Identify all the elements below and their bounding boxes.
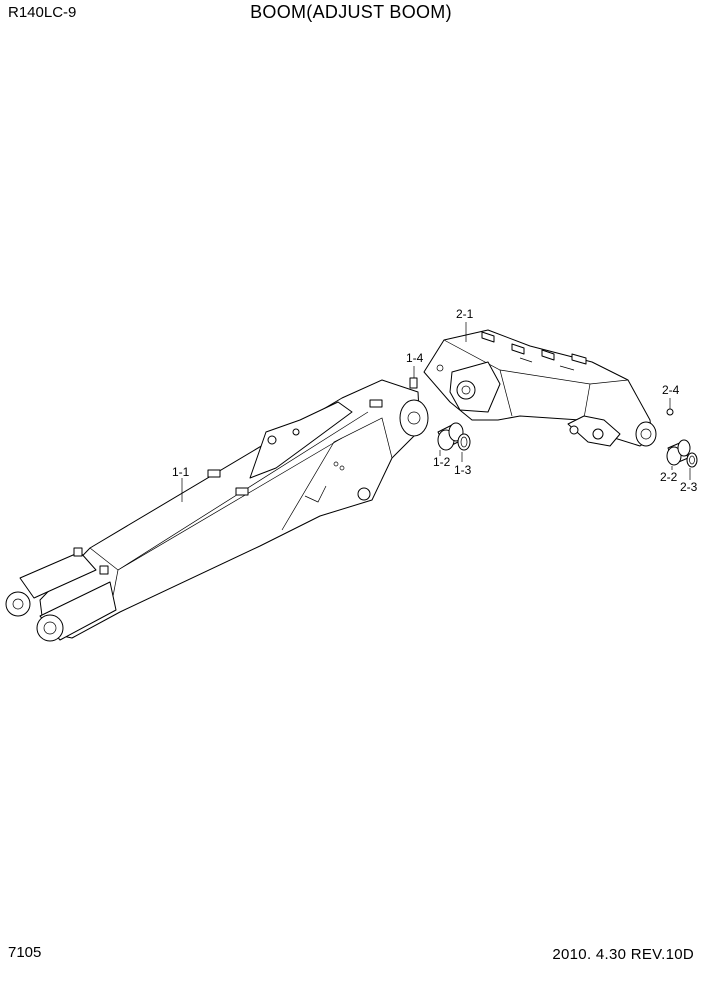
upper-boom-part xyxy=(423,329,657,447)
callout-1-3: 1-3 xyxy=(454,463,472,477)
page-number: 7105 xyxy=(8,944,42,961)
callout-2-1: 2-1 xyxy=(456,307,474,321)
ring-1-3 xyxy=(457,433,471,462)
ring-2-3 xyxy=(686,452,698,480)
page-title: BOOM(ADJUST BOOM) xyxy=(250,2,452,22)
callout-1-4: 1-4 xyxy=(406,351,424,365)
callout-2-3: 2-3 xyxy=(680,480,698,494)
bushing-2-2 xyxy=(666,439,691,470)
callout-2-4: 2-4 xyxy=(662,383,680,397)
grease-fitting-1-4 xyxy=(409,366,418,389)
callout-1-2: 1-2 xyxy=(433,455,451,469)
model-code: R140LC-9 xyxy=(8,4,77,21)
grease-fitting-2-4 xyxy=(666,398,674,416)
revision-date: 2010. 4.30 REV.10D xyxy=(552,946,694,963)
callout-1-1: 1-1 xyxy=(172,465,190,479)
callout-2-2: 2-2 xyxy=(660,470,678,484)
lower-boom-part xyxy=(5,379,429,642)
